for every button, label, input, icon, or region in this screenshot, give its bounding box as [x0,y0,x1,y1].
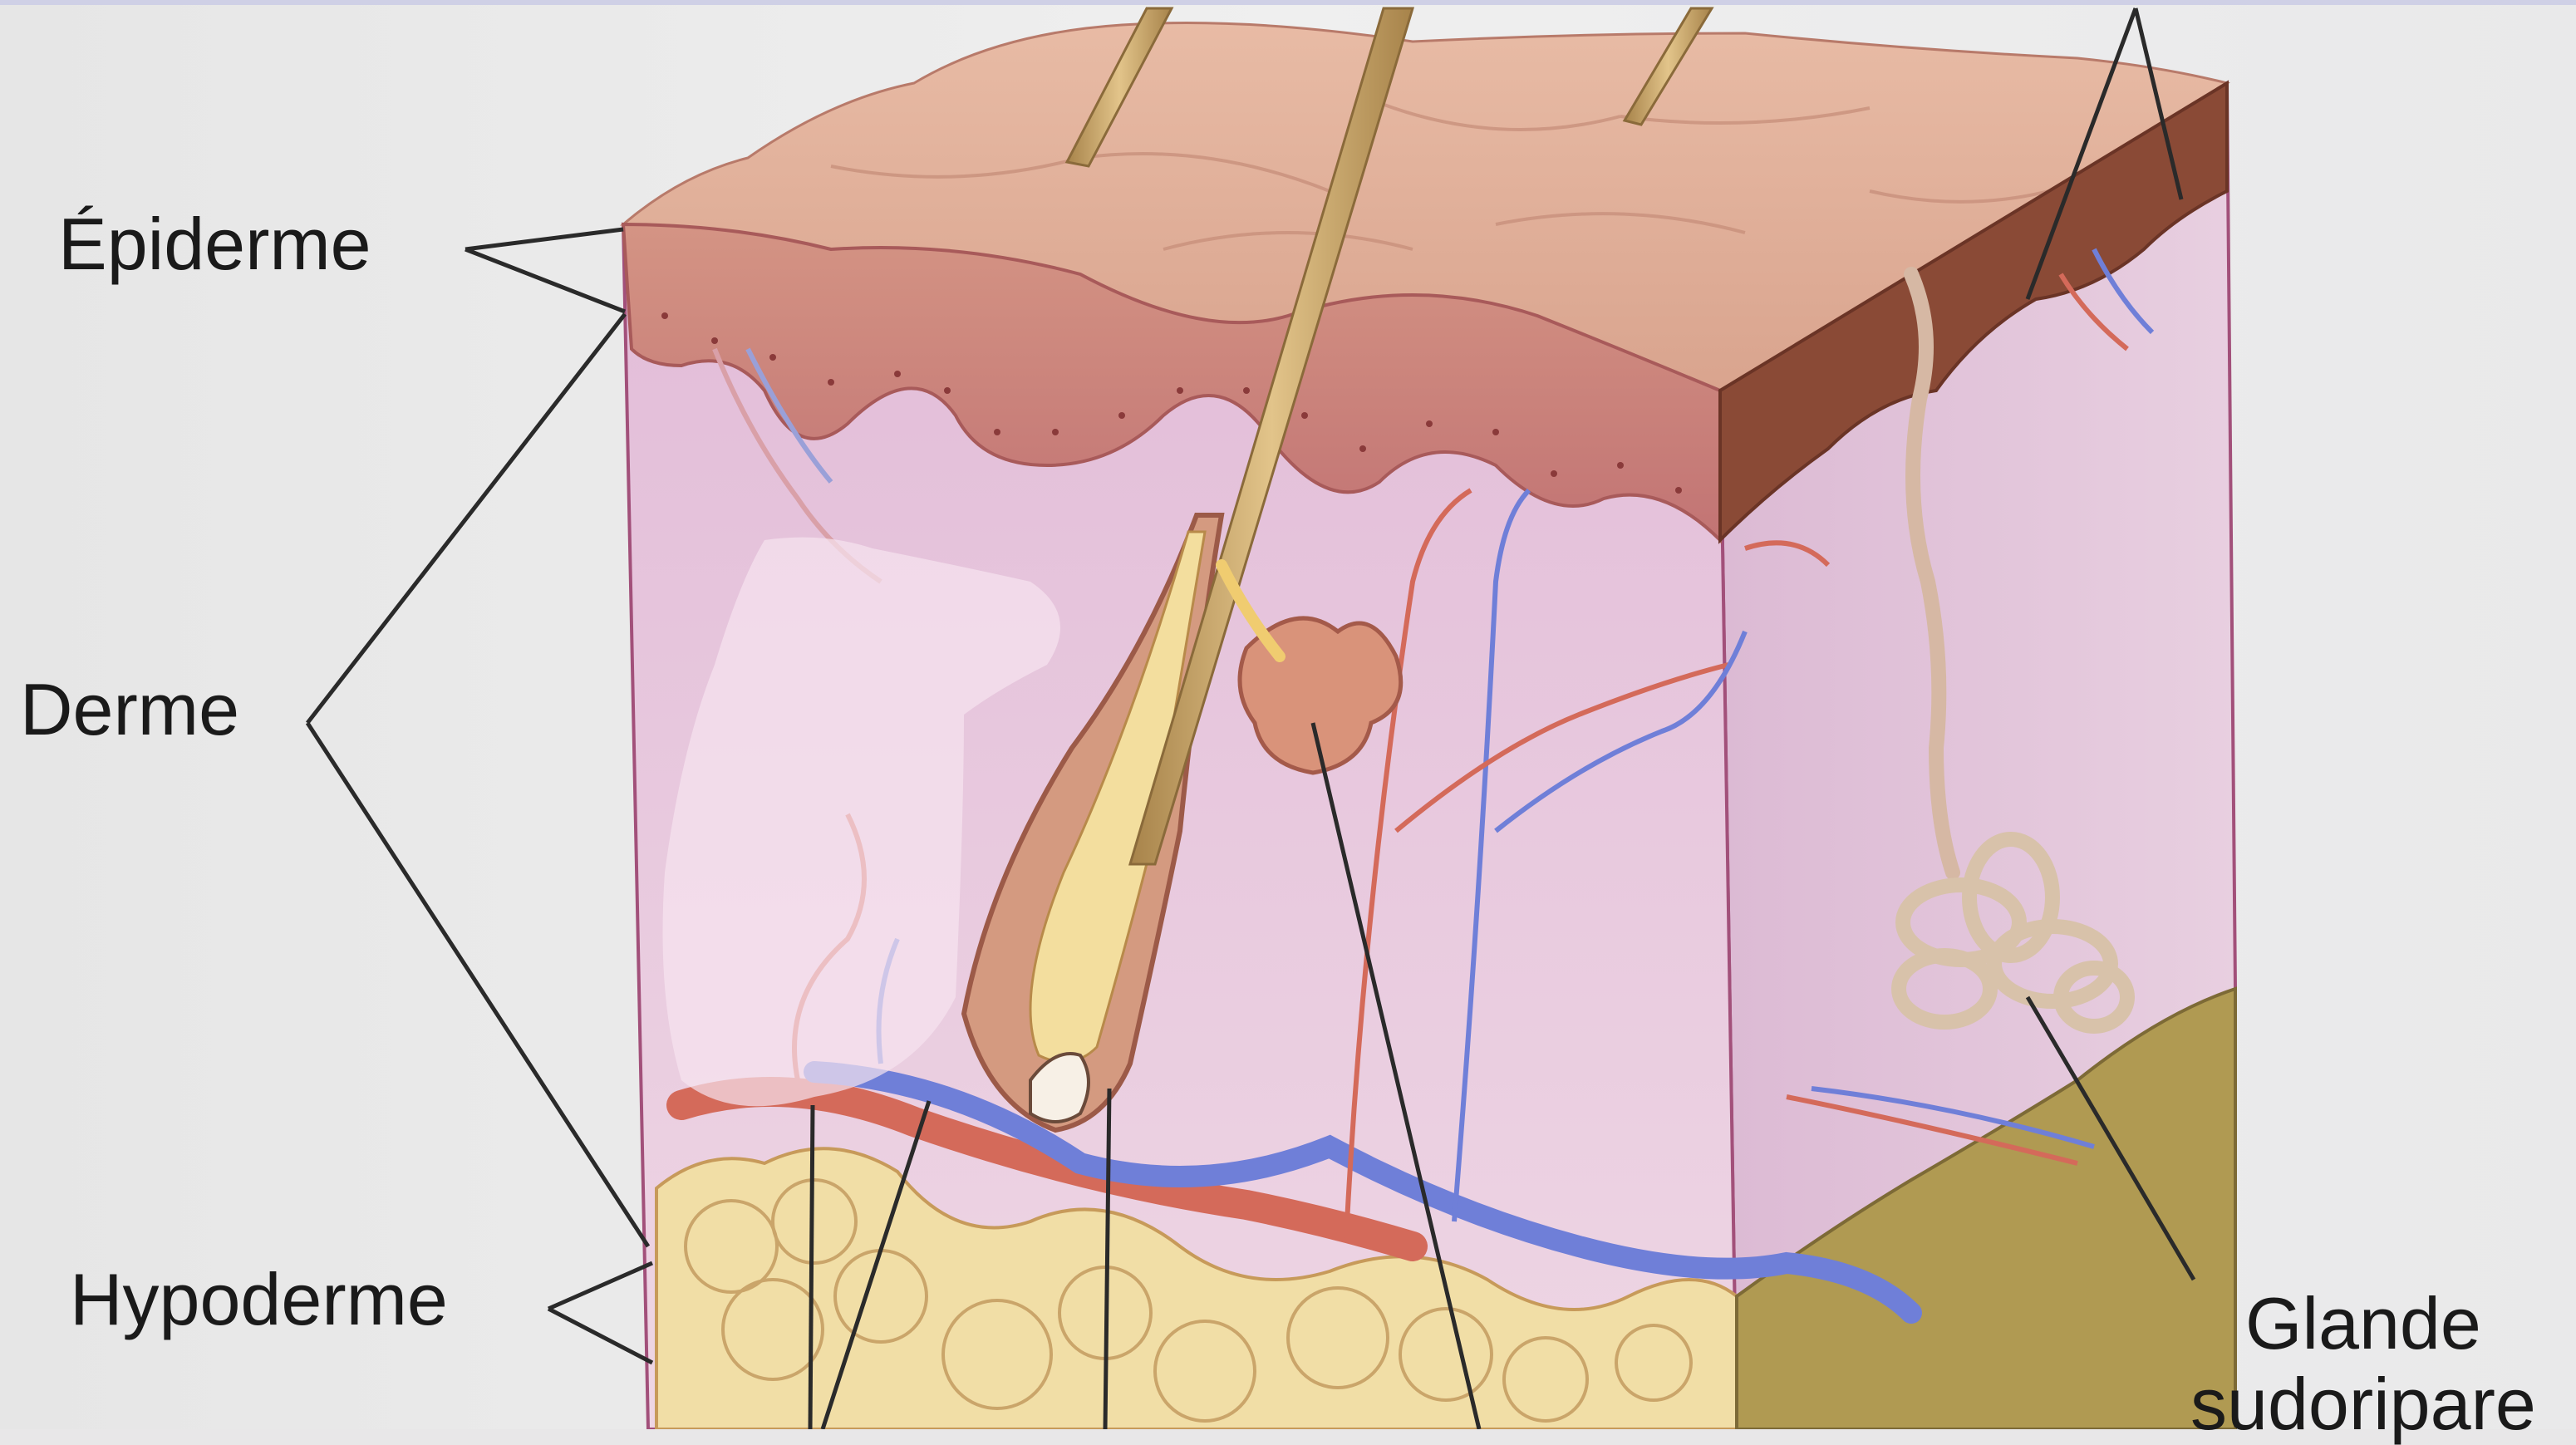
label-epiderme: Épiderme [58,208,371,281]
label-derme: Derme [20,673,239,746]
label-glande-sudoripare: Glande sudoripare [2190,1284,2536,1445]
label-glande-line2: sudoripare [2190,1364,2536,1445]
label-glande-line1: Glande [2190,1284,2536,1364]
label-hypoderme: Hypoderme [70,1263,448,1336]
leader-bottom-1 [810,1105,813,1429]
